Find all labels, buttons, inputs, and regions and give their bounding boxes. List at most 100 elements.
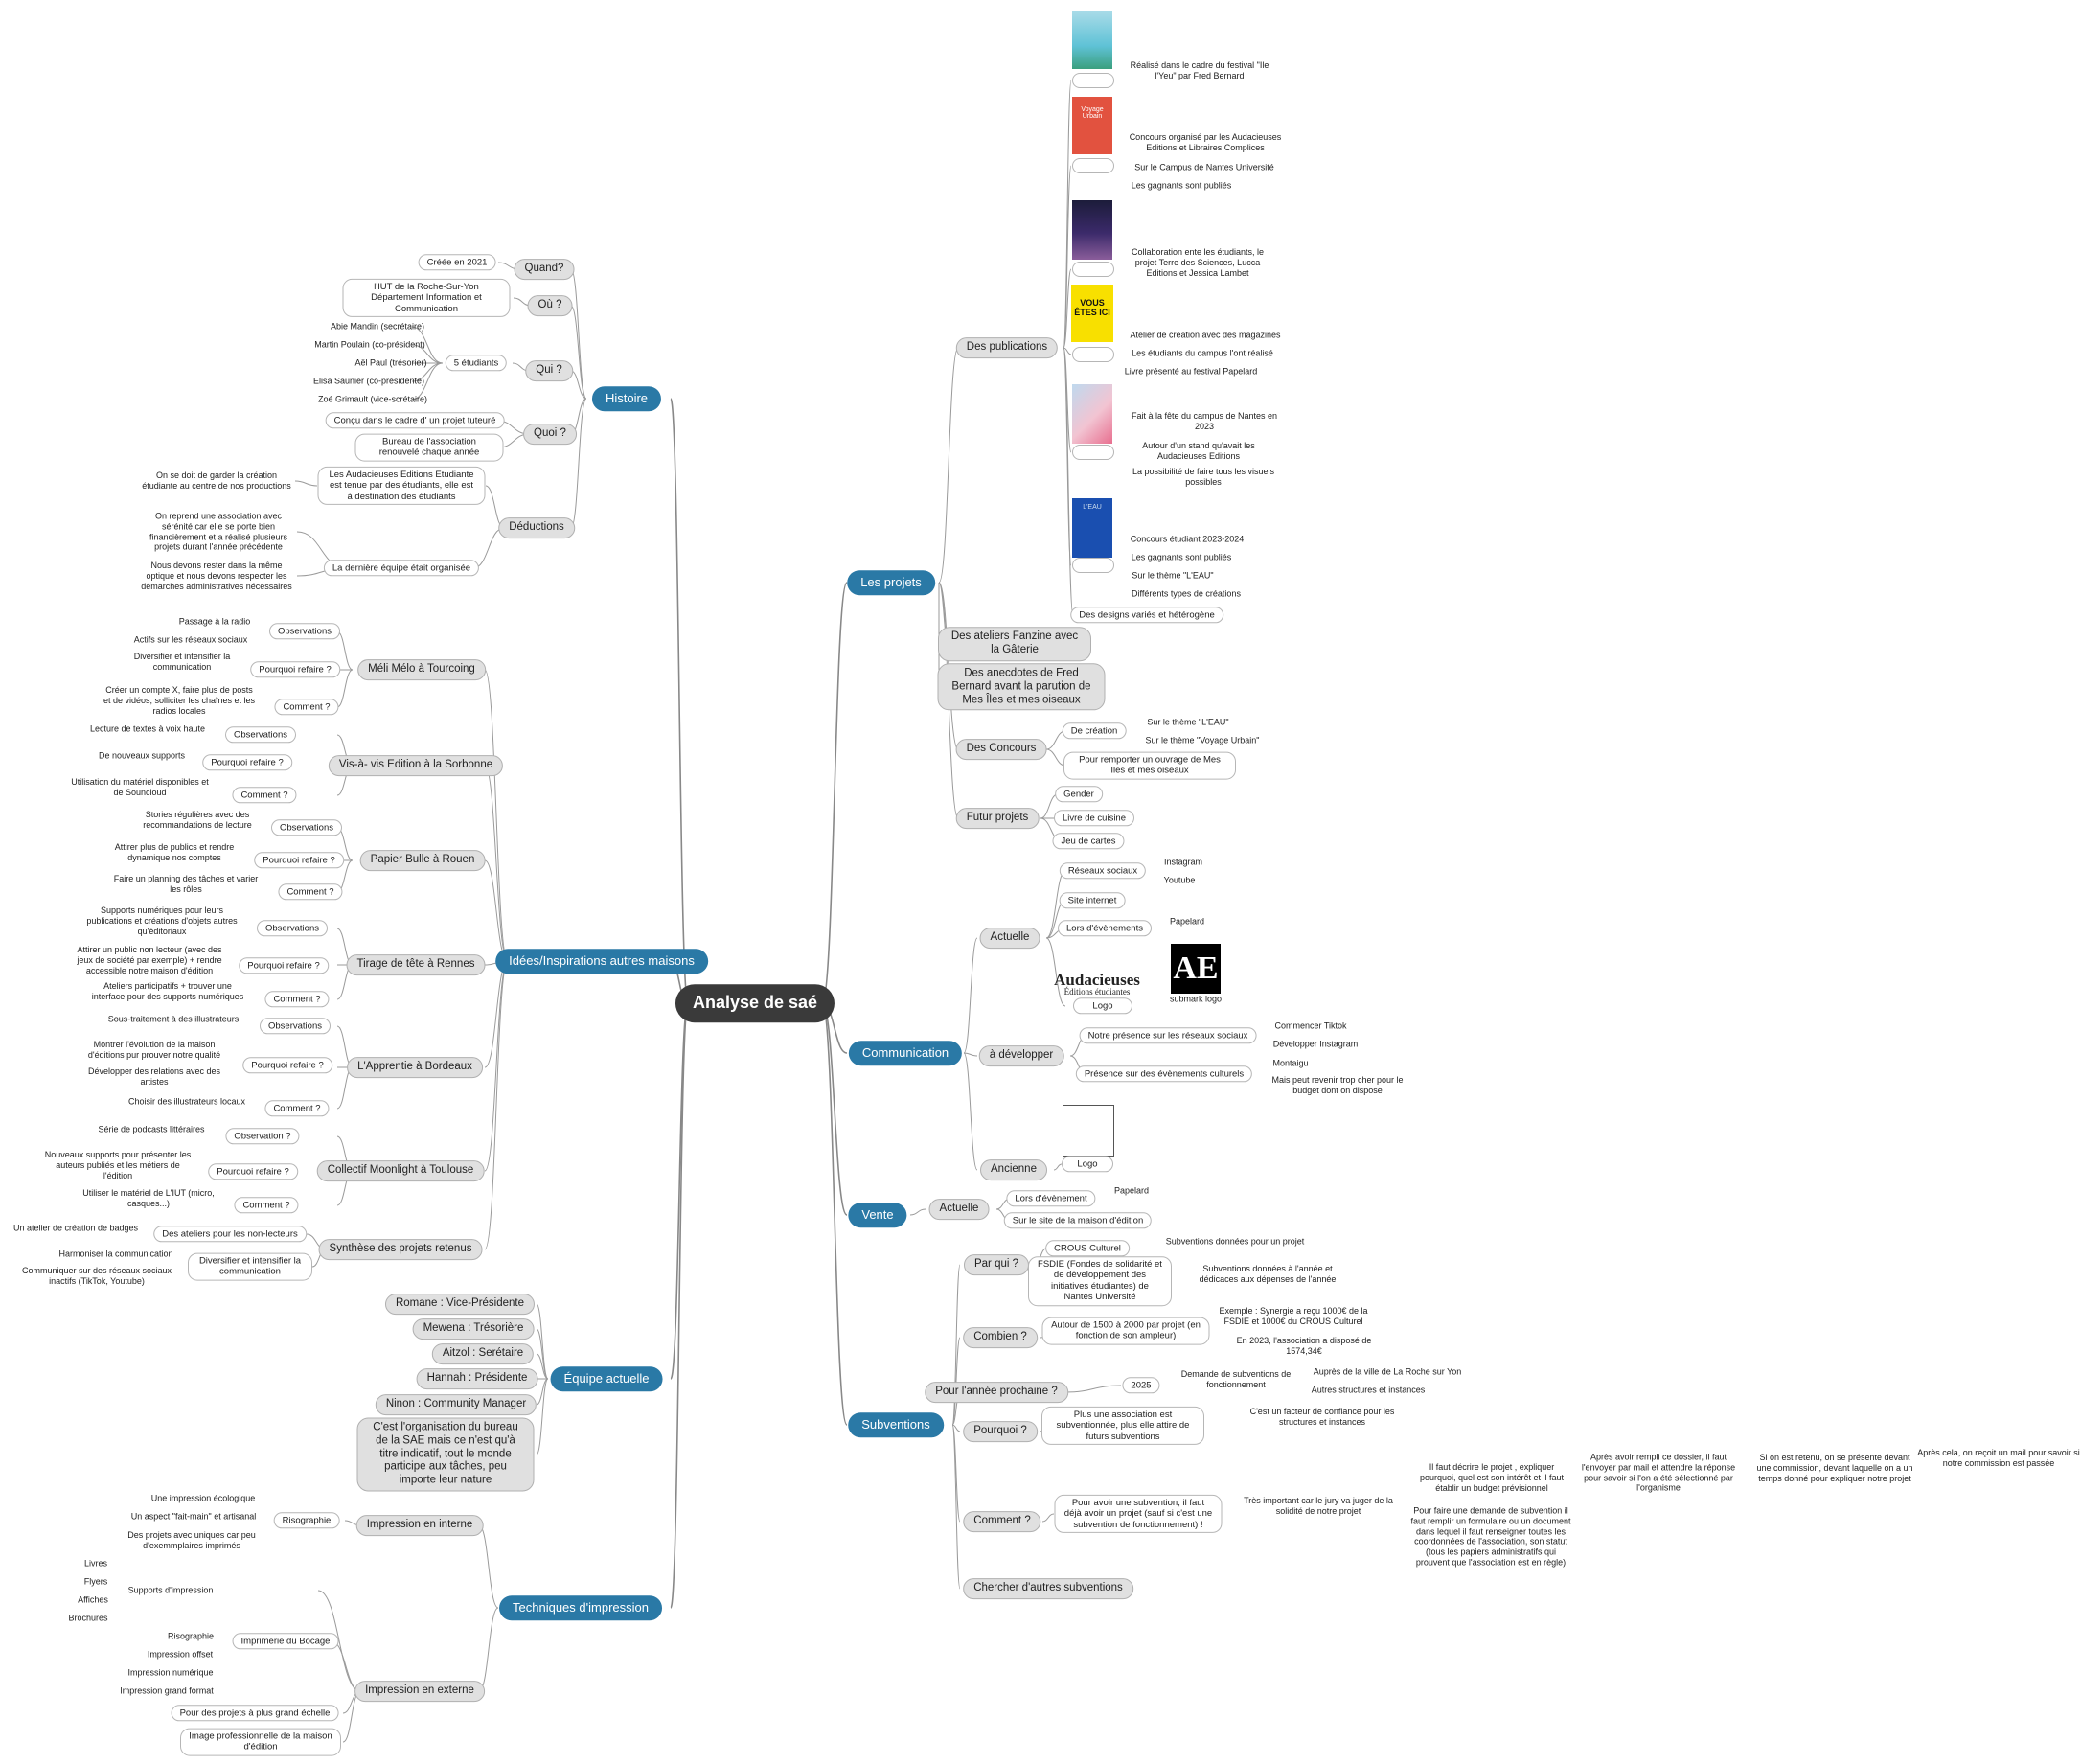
branch-vis-a-vis[interactable]: Vis-à- vis Edition à la Sorbonne (328, 755, 504, 776)
branch-deductions[interactable]: Déductions (498, 517, 575, 538)
leaf-cuisine[interactable]: Livre de cuisine (1053, 810, 1135, 827)
image-node-3[interactable] (1072, 262, 1114, 277)
leaf-observations[interactable]: Observations (225, 726, 296, 744)
branch-anecdotes[interactable]: Des anecdotes de Fred Bernard avant la p… (937, 663, 1106, 711)
leaf-iut[interactable]: l'IUT de la Roche-Sur-Yon Département In… (342, 278, 511, 318)
leaf-observations[interactable]: Observations (260, 1018, 331, 1035)
branch-vente-actuelle[interactable]: Actuelle (928, 1199, 990, 1220)
leaf-pourquoi[interactable]: Pourquoi refaire ? (239, 957, 329, 974)
branch-moonlight[interactable]: Collectif Moonlight à Toulouse (316, 1160, 485, 1181)
leaf-pourquoi[interactable]: Pourquoi refaire ? (254, 852, 344, 869)
leaf-presence-reseaux[interactable]: Notre présence sur les réseaux sociaux (1079, 1027, 1257, 1044)
branch-autres-subventions[interactable]: Chercher d'autres subventions (963, 1578, 1133, 1599)
leaf-pourquoi[interactable]: Pourquoi refaire ? (202, 754, 292, 771)
leaf-de-creation[interactable]: De création (1062, 722, 1127, 740)
member-romane[interactable]: Romane : Vice-Présidente (384, 1294, 536, 1315)
topic-techniques[interactable]: Techniques d'impression (499, 1595, 662, 1620)
branch-meli-melo[interactable]: Méli Mélo à Tourcoing (357, 659, 486, 680)
branch-papier-bulle[interactable]: Papier Bulle à Rouen (359, 850, 486, 871)
leaf-pourquoi[interactable]: Pourquoi refaire ? (250, 661, 340, 678)
leaf-comment[interactable]: Comment ? (232, 787, 297, 804)
branch-concours[interactable]: Des Concours (955, 739, 1047, 760)
branch-synthese[interactable]: Synthèse des projets retenus (318, 1239, 483, 1260)
leaf-derniere-equipe[interactable]: La dernière équipe était organisée (323, 560, 480, 577)
leaf-risographie[interactable]: Risographie (273, 1512, 340, 1529)
topic-histoire[interactable]: Histoire (591, 386, 662, 411)
leaf-diversifier[interactable]: Diversifier et intensifier la communicat… (188, 1252, 312, 1281)
leaf-site-maison[interactable]: Sur le site de la maison d'édition (1003, 1212, 1153, 1229)
leaf-old-logo[interactable]: Logo (1062, 1156, 1113, 1173)
branch-apprentie[interactable]: L'Apprentie à Bordeaux (347, 1057, 483, 1078)
leaf-comment[interactable]: Comment ? (264, 991, 330, 1008)
topic-idees[interactable]: Idées/Inspirations autres maisons (495, 949, 708, 974)
branch-impression-interne[interactable]: Impression en interne (355, 1515, 484, 1536)
leaf-audacieuses-etudiante[interactable]: Les Audacieuses Editions Etudiante est t… (317, 466, 486, 506)
branch-tirage[interactable]: Tirage de tête à Rennes (346, 954, 486, 975)
leaf-comment[interactable]: Comment ? (264, 1100, 330, 1117)
branch-ancienne[interactable]: Ancienne (980, 1159, 1047, 1180)
branch-qui[interactable]: Qui ? (525, 360, 573, 381)
leaf-evenements[interactable]: Lors d'évènements (1058, 920, 1152, 937)
branch-actuelle[interactable]: Actuelle (979, 928, 1040, 949)
leaf-designs[interactable]: Des designs variés et hétérogène (1070, 607, 1223, 624)
image-node-5[interactable] (1072, 445, 1114, 460)
branch-a-developper[interactable]: à développer (978, 1045, 1064, 1066)
member-hannah[interactable]: Hannah : Présidente (416, 1368, 538, 1389)
leaf-grand-echelle[interactable]: Pour des projets à plus grand échelle (171, 1705, 339, 1722)
leaf-observations[interactable]: Observations (269, 623, 340, 640)
central-topic[interactable]: Analyse de saé (675, 984, 835, 1022)
member-ninon[interactable]: Ninon : Community Manager (375, 1394, 537, 1415)
topic-les-projets[interactable]: Les projets (847, 570, 935, 595)
leaf-bureau[interactable]: Bureau de l'association renouvelé chaque… (354, 433, 504, 462)
leaf-site[interactable]: Site internet (1059, 892, 1126, 909)
branch-annee-prochaine[interactable]: Pour l'année prochaine ? (925, 1382, 1068, 1403)
member-mewena[interactable]: Mewena : Trésorière (412, 1318, 535, 1340)
topic-subventions[interactable]: Subventions (848, 1412, 944, 1437)
image-node-4[interactable] (1072, 347, 1114, 362)
leaf-fsdie[interactable]: FSDIE (Fondes de solidarité et de dévelo… (1028, 1256, 1172, 1306)
image-node-1[interactable] (1072, 73, 1114, 88)
leaf-jeu-cartes[interactable]: Jeu de cartes (1052, 833, 1125, 850)
branch-quoi[interactable]: Quoi ? (523, 424, 577, 445)
leaf-comment[interactable]: Comment ? (274, 699, 339, 716)
leaf-montant[interactable]: Autour de 1500 à 2000 par projet (en fon… (1041, 1317, 1210, 1345)
leaf-ateliers-non-lecteurs[interactable]: Des ateliers pour les non-lecteurs (153, 1226, 307, 1243)
leaf-avoir-projet[interactable]: Pour avoir une subvention, il faut déjà … (1054, 1494, 1223, 1534)
leaf-observations[interactable]: Observations (271, 819, 342, 836)
topic-equipe[interactable]: Équipe actuelle (550, 1366, 663, 1391)
branch-par-qui[interactable]: Par qui ? (963, 1254, 1030, 1275)
leaf-presence-evenements[interactable]: Présence sur des évènements culturels (1075, 1065, 1253, 1083)
leaf-5-etudiants[interactable]: 5 étudiants (445, 355, 508, 372)
branch-quand[interactable]: Quand? (514, 259, 575, 280)
leaf-pourquoi[interactable]: Pourquoi refaire ? (208, 1163, 298, 1180)
leaf-comment[interactable]: Comment ? (234, 1197, 299, 1214)
leaf-creee[interactable]: Créée en 2021 (418, 254, 496, 271)
leaf-concu[interactable]: Conçu dans le cadre d' un projet tuteuré (325, 412, 505, 429)
branch-fanzine[interactable]: Des ateliers Fanzine avec la Gâterie (938, 627, 1091, 661)
branch-publications[interactable]: Des publications (955, 337, 1059, 358)
branch-futur[interactable]: Futur projets (955, 808, 1040, 829)
branch-ou[interactable]: Où ? (527, 295, 573, 316)
branch-comment[interactable]: Comment ? (963, 1511, 1041, 1532)
branch-combien[interactable]: Combien ? (963, 1327, 1038, 1348)
branch-impression-externe[interactable]: Impression en externe (354, 1681, 485, 1702)
leaf-comment[interactable]: Comment ? (278, 883, 343, 901)
branch-pourquoi[interactable]: Pourquoi ? (963, 1421, 1038, 1442)
leaf-image-pro[interactable]: Image professionnelle de la maison d'édi… (180, 1728, 341, 1756)
leaf-remporter[interactable]: Pour remporter un ouvrage de Mes Iles et… (1063, 751, 1236, 780)
leaf-reseaux[interactable]: Réseaux sociaux (1059, 862, 1147, 880)
image-node-6[interactable] (1072, 558, 1114, 573)
leaf-plus-subventionnee[interactable]: Plus une association est subventionnée, … (1041, 1406, 1204, 1446)
leaf-logo[interactable]: Logo (1073, 997, 1132, 1015)
leaf-observations[interactable]: Observations (257, 920, 328, 937)
leaf-crous[interactable]: CROUS Culturel (1045, 1240, 1130, 1257)
leaf-pourquoi[interactable]: Pourquoi refaire ? (242, 1057, 332, 1074)
leaf-observation[interactable]: Observation ? (225, 1128, 300, 1145)
topic-vente[interactable]: Vente (848, 1203, 907, 1227)
image-node-2[interactable] (1072, 158, 1114, 173)
leaf-2025[interactable]: 2025 (1122, 1377, 1160, 1394)
equipe-note[interactable]: C'est l'organisation du bureau de la SAE… (356, 1417, 535, 1492)
leaf-lors-evenement[interactable]: Lors d'évènement (1006, 1190, 1096, 1207)
leaf-gender[interactable]: Gender (1055, 786, 1103, 803)
leaf-imprimerie-bocage[interactable]: Imprimerie du Bocage (232, 1633, 339, 1650)
